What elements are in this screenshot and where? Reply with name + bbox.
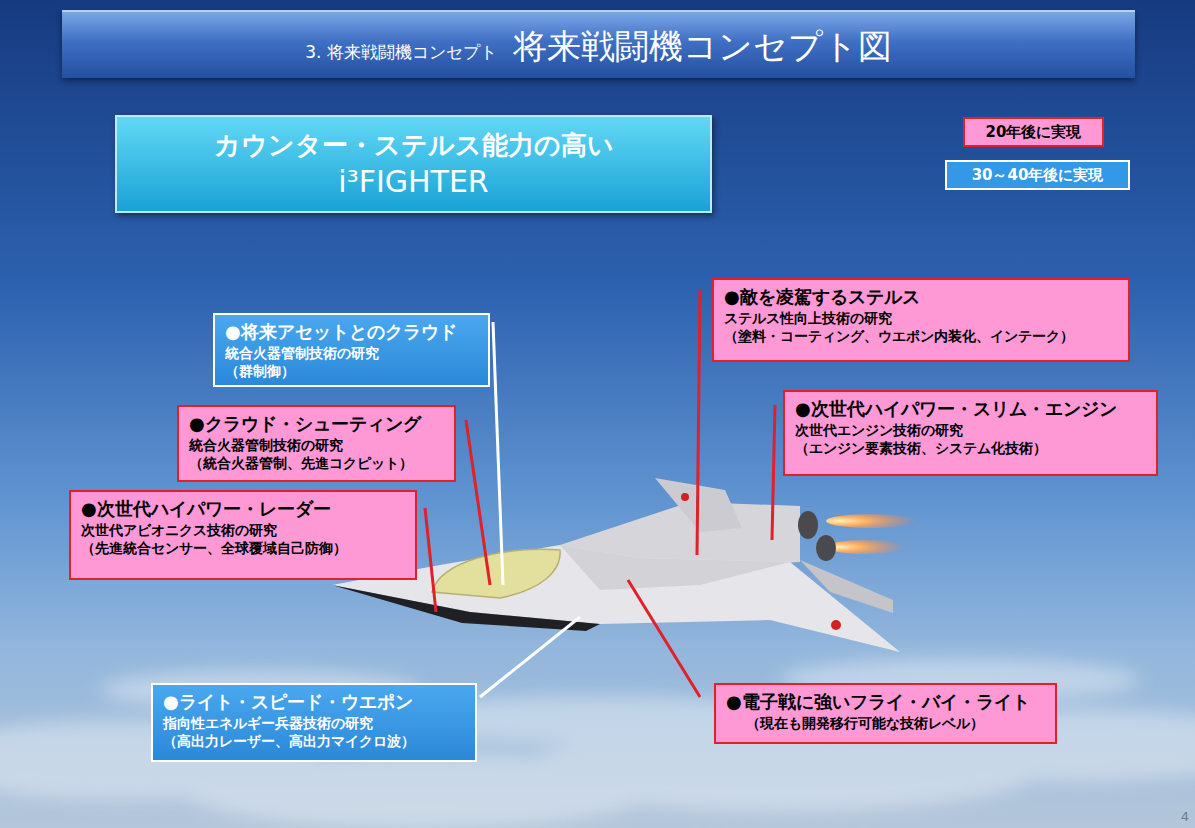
callout-body: （統合火器管制、先進コクピット） <box>189 454 413 472</box>
callout-body: （群制御） <box>225 362 295 380</box>
page-number: 4 <box>1181 809 1189 824</box>
clouds <box>0 658 1195 828</box>
callout-heading: ●ライト・スピード・ウエポン <box>163 690 413 714</box>
callout-heading: カウンター・ステルス能力の高い <box>214 127 614 163</box>
concept-title-box: カウンター・ステルス能力の高いi³FIGHTER <box>115 115 712 213</box>
legend-swatch: 20年後に実現 <box>963 117 1104 147</box>
title-banner: 3. 将来戦闘機コンセプト将来戦闘機コンセプト図 <box>62 10 1135 78</box>
callout-box: ●電子戦に強いフライ・バイ・ライト（現在も開発移行可能な技術レベル） <box>714 683 1057 744</box>
callout-body: （塗料・コーティング、ウエポン内装化、インテーク） <box>724 327 1074 345</box>
callout-body: 統合火器管制技術の研究 <box>189 436 343 454</box>
legend-text: 30～40年後に実現 <box>972 166 1104 185</box>
callout-box: ●次世代ハイパワー・スリム・エンジン次世代エンジン技術の研究（エンジン要素技術、… <box>783 390 1158 476</box>
callout-body: 統合火器管制技術の研究 <box>225 344 379 362</box>
section-label: 3. 将来戦闘機コンセプト <box>305 41 497 64</box>
callout-body: （高出力レーザー、高出力マイクロ波） <box>163 732 415 750</box>
callout-box: ●クラウド・シューティング統合火器管制技術の研究（統合火器管制、先進コクピット） <box>177 405 456 482</box>
callout-heading: ●次世代ハイパワー・レーダー <box>81 497 331 521</box>
callout-body: （現在も開発移行可能な技術レベル） <box>746 714 984 732</box>
callout-heading: ●将来アセットとのクラウド <box>225 320 457 344</box>
callout-box: ●敵を凌駕するステルスステルス性向上技術の研究（塗料・コーティング、ウエポン内装… <box>712 278 1130 362</box>
fighter-illustration <box>332 478 918 652</box>
callout-heading: ●電子戦に強いフライ・バイ・ライト <box>726 690 1030 714</box>
callout-body: 指向性エネルギー兵器技術の研究 <box>163 714 373 732</box>
callout-heading: ●次世代ハイパワー・スリム・エンジン <box>795 397 1117 421</box>
callout-body: i³FIGHTER <box>338 163 488 201</box>
callout-body: 次世代アビオニクス技術の研究 <box>81 521 277 539</box>
callout-heading: ●敵を凌駕するステルス <box>724 285 920 309</box>
callout-box: ●ライト・スピード・ウエポン指向性エネルギー兵器技術の研究（高出力レーザー、高出… <box>151 683 477 762</box>
slide-title: 将来戦闘機コンセプト図 <box>513 24 892 70</box>
callout-box: ●次世代ハイパワー・レーダー次世代アビオニクス技術の研究（先進統合センサー、全球… <box>69 490 417 580</box>
legend-text: 20年後に実現 <box>986 123 1082 142</box>
legend-swatch: 30～40年後に実現 <box>945 160 1130 190</box>
callout-heading: ●クラウド・シューティング <box>189 412 421 436</box>
callout-body: ステルス性向上技術の研究 <box>724 309 892 327</box>
callout-body: 次世代エンジン技術の研究 <box>795 421 963 439</box>
callout-body: （エンジン要素技術、システム化技術） <box>795 439 1047 457</box>
callout-body: （先進統合センサー、全球覆域自己防御） <box>81 539 347 557</box>
callout-box: ●将来アセットとのクラウド統合火器管制技術の研究（群制御） <box>213 313 490 387</box>
